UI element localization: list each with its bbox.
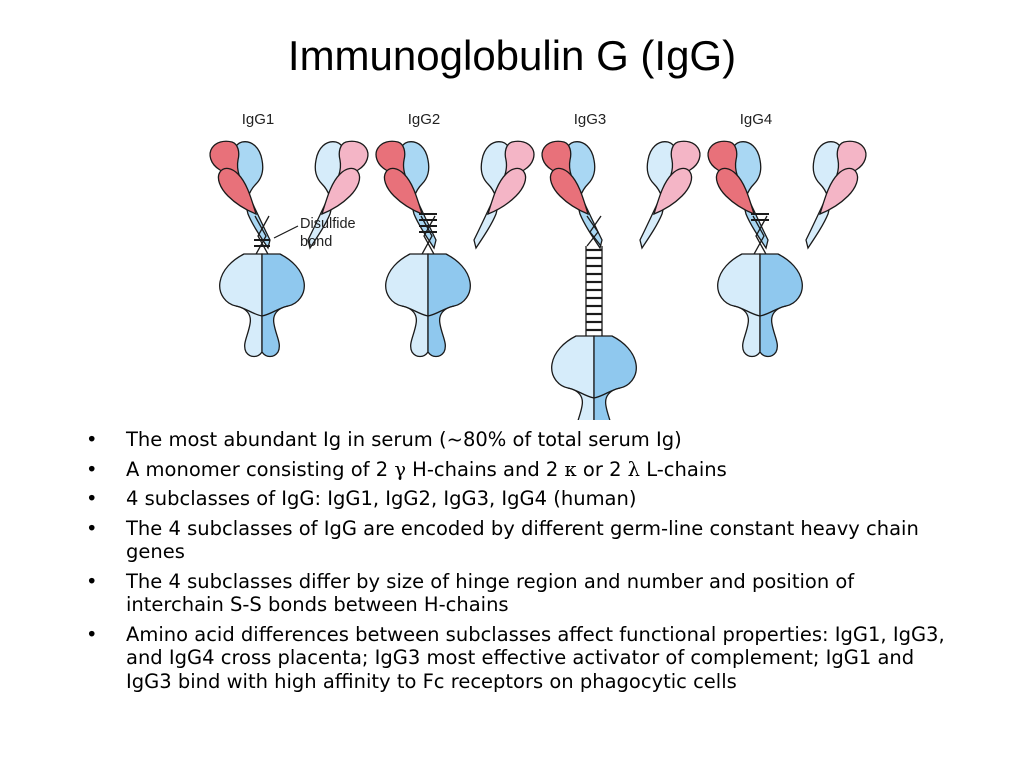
igg2-molecule [375,140,535,358]
bullet-text-mid2: or 2 [576,457,628,481]
bullet-text: 4 subclasses of IgG: IgG1, IgG2, IgG3, I… [126,487,637,510]
kappa-symbol: κ [564,457,577,481]
bullet-marker: • [86,487,98,510]
bullet-marker: • [86,569,98,593]
igg4-molecule [707,140,867,358]
bullet-text-pre: A monomer consisting of 2 [126,457,395,481]
igg-subclasses-diagram: IgG1 IgG2 IgG3 IgG4 Disulfide bond [209,111,867,420]
disulfide-callout-line2: bond [300,234,332,250]
bullet-text: The 4 subclasses of IgG are encoded by d… [126,516,919,564]
bullet-marker: • [86,622,98,646]
bullet-item: • The most abundant Ig in serum (~80% of… [86,428,956,452]
bullet-item: • The 4 subclasses differ by size of hin… [86,570,956,617]
bullet-item: • The 4 subclasses of IgG are encoded by… [86,517,956,564]
bullet-text-mid1: H-chains and 2 [405,457,565,481]
label-igg2: IgG2 [408,111,441,128]
bullet-text-post: L-chains [640,457,727,481]
bullet-marker: • [86,516,98,540]
igg3-molecule [541,140,701,420]
bullet-item: • A monomer consisting of 2 γ H-chains a… [86,458,956,482]
igg1-molecule [209,140,369,358]
bullet-text: Amino acid differences between subclasse… [126,622,945,693]
bullet-text: The most abundant Ig in serum (~80% of t… [126,428,682,451]
lambda-symbol: λ [627,457,641,481]
slide-title: Immunoglobulin G (IgG) [287,32,737,79]
disulfide-callout-line1: Disulfide [300,216,356,232]
bullet-marker: • [86,428,98,451]
label-igg4: IgG4 [740,111,773,128]
bullet-list: • The most abundant Ig in serum (~80% of… [86,428,956,699]
label-igg3: IgG3 [574,111,607,128]
gamma-symbol: γ [394,457,406,481]
bullet-text: The 4 subclasses differ by size of hinge… [126,569,855,617]
label-igg1: IgG1 [242,111,275,128]
bullet-item: • Amino acid differences between subclas… [86,623,956,694]
bullet-item: • 4 subclasses of IgG: IgG1, IgG2, IgG3,… [86,487,956,511]
bullet-marker: • [86,457,98,481]
